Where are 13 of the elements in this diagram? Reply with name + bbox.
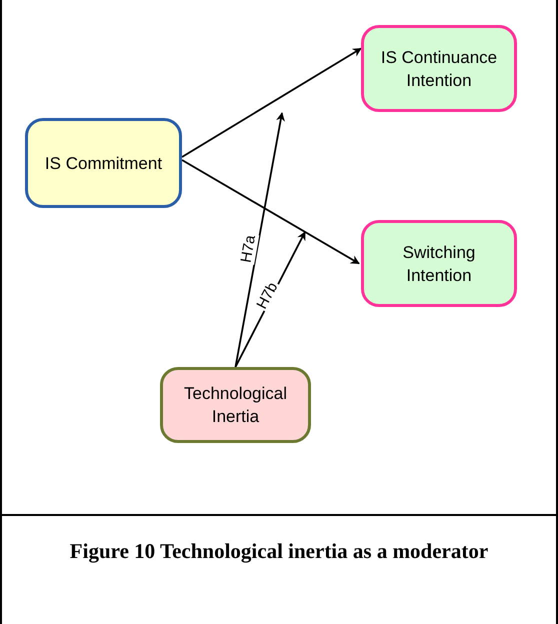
construct-box — [361, 25, 517, 112]
construct-box — [25, 118, 182, 208]
arrow — [182, 159, 360, 264]
node-label: Technological Inertia — [182, 383, 288, 428]
moderator-box — [160, 367, 311, 443]
edge-label: H7a — [238, 233, 260, 265]
node-label: IS Commitment — [44, 152, 162, 174]
node-label: Switching Intention — [402, 242, 476, 286]
construct-box — [361, 220, 517, 307]
arrow — [234, 112, 285, 368]
arrow — [182, 48, 362, 158]
figure-caption: Figure 10 Technological inertia as a moderator — [68, 538, 490, 565]
node-label: IS Continuance Intention — [380, 46, 498, 92]
